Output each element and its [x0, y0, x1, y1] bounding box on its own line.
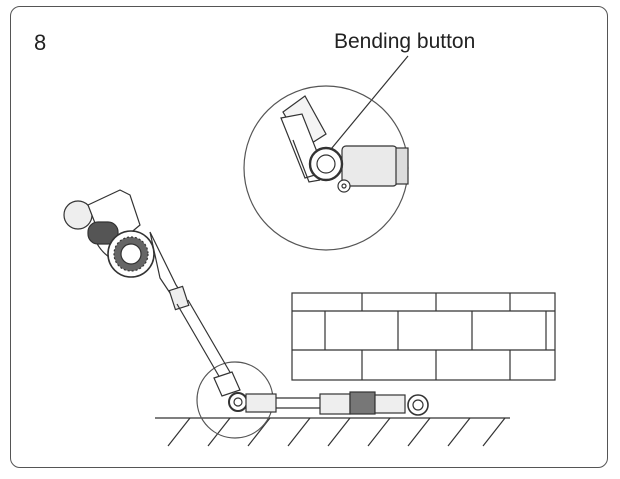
- brick-wall: [291, 292, 556, 381]
- vacuum-tube: [176, 299, 232, 379]
- bending-button: [308, 146, 344, 182]
- floor: [155, 417, 510, 447]
- vacuum-body: [63, 189, 190, 311]
- zoom-detail-joint: [280, 95, 409, 193]
- callout-leader-line: [321, 55, 409, 161]
- step-number: 8: [34, 30, 47, 55]
- vacuum-floor-head: [213, 371, 429, 416]
- callout-label: Bending button: [334, 30, 476, 53]
